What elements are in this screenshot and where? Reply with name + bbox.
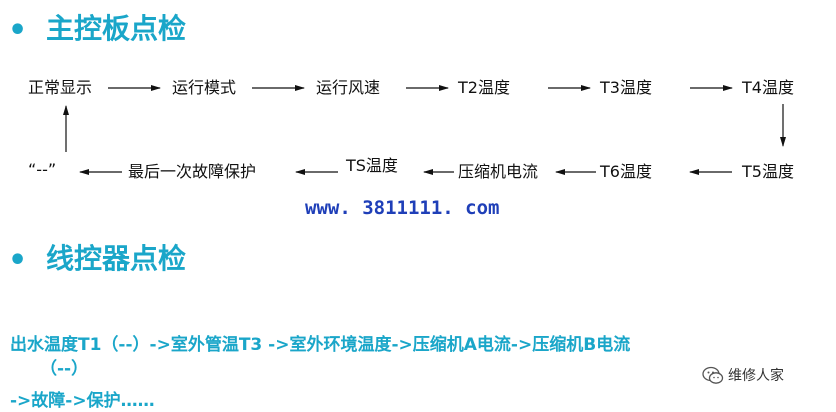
watermark: 维修人家	[702, 366, 784, 386]
flow-node-normal-display: 正常显示	[28, 78, 93, 97]
flow-node-ts-temp: TS温度	[346, 156, 398, 175]
bullet-2: •	[8, 243, 28, 278]
flow-node-t4-temp: T4温度	[742, 78, 794, 97]
flow-node-dash-display: “--”	[28, 160, 57, 179]
section-title-wired-controller: 线控器点检	[46, 242, 187, 275]
website-url[interactable]: www. 3811111. com	[305, 197, 500, 219]
flow-node-last-fault-protection: 最后一次故障保护	[128, 162, 257, 181]
watermark-text: 维修人家	[728, 368, 784, 384]
flow-node-t6-temp: T6温度	[600, 162, 652, 181]
wechat-icon	[702, 366, 724, 384]
sequence-line-2: （--）	[40, 359, 89, 379]
flow-node-t5-temp: T5温度	[742, 162, 794, 181]
flow-node-run-fan-speed: 运行风速	[316, 78, 381, 97]
sequence-line-1: 出水温度T1（--）->室外管温T3 ->室外环境温度->压缩机A电流->压缩机…	[10, 335, 631, 355]
flow-node-compressor-current: 压缩机电流	[458, 162, 539, 181]
bullet-1: •	[8, 13, 28, 48]
flow-node-run-mode: 运行模式	[172, 78, 237, 97]
section-title-main-board: 主控板点检	[46, 12, 187, 45]
flow-node-t3-temp: T3温度	[600, 78, 652, 97]
flow-node-t2-temp: T2温度	[458, 78, 510, 97]
sequence-line-3: ->故障->保护……	[10, 391, 155, 411]
